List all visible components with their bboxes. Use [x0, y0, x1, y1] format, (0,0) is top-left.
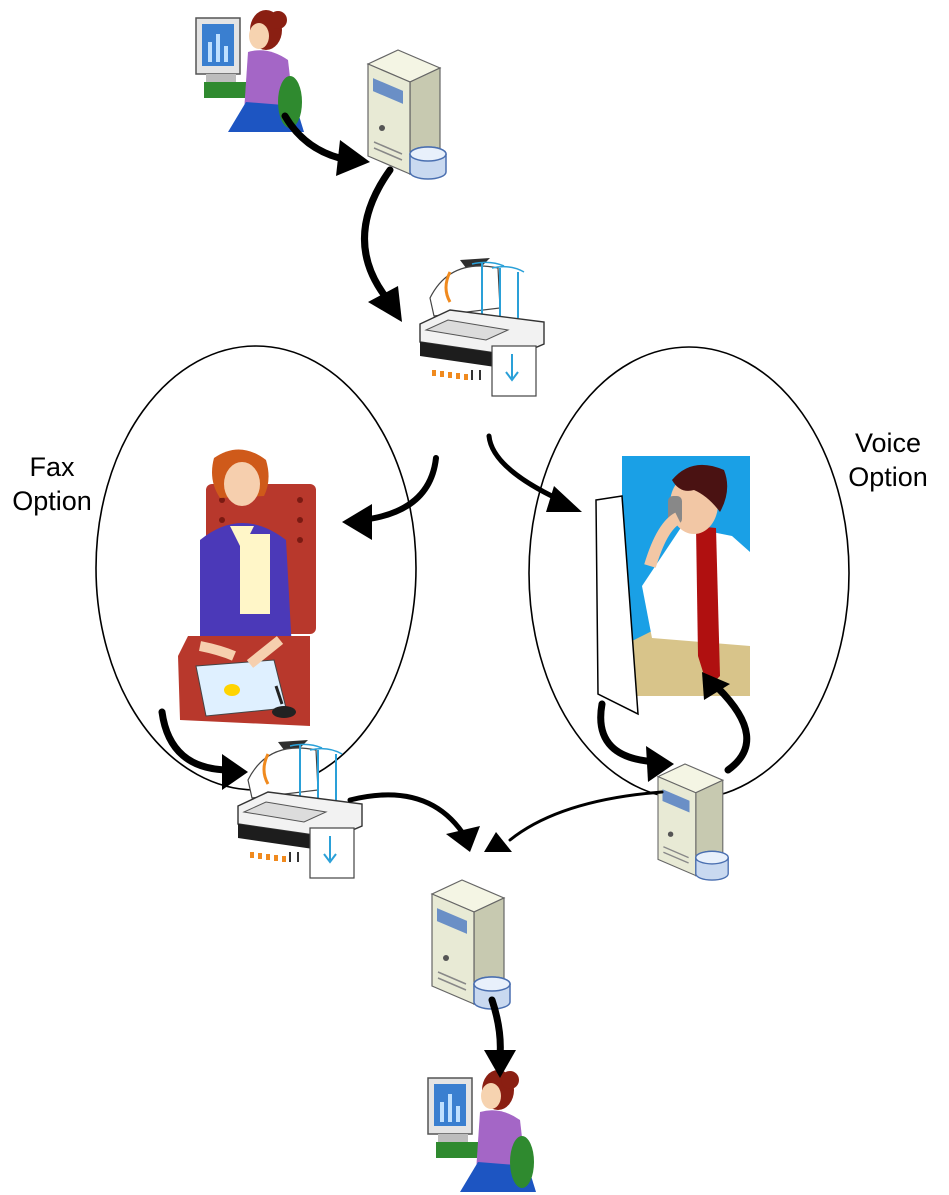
document-icon [595, 495, 639, 716]
flow-arrows [158, 112, 751, 1078]
fax-option-label-line1: Fax [29, 452, 75, 482]
woman-at-computer-icon [427, 1069, 537, 1193]
voice-option-label-line2: Option [848, 462, 928, 492]
flow-arrow [361, 166, 394, 304]
fax-option-label-line2: Option [12, 486, 92, 516]
arrow-head [342, 504, 372, 540]
arrow-head [368, 286, 402, 322]
arrow-head [446, 826, 480, 852]
arrow-head [484, 1050, 516, 1078]
flow-arrow [359, 455, 439, 523]
arrow-head [222, 754, 248, 790]
fax-machine-icon [236, 738, 364, 880]
arrow-head [646, 746, 674, 782]
server-icon [431, 879, 511, 1010]
arrow-head [484, 832, 512, 852]
fax-machine-icon [418, 256, 546, 398]
arrow-head [546, 486, 582, 512]
flow-arrow [486, 433, 563, 503]
woman-at-computer-icon [195, 9, 305, 133]
woman-at-desk-icon [178, 449, 316, 726]
flow-arrow [714, 684, 751, 774]
server-icon [657, 763, 729, 881]
man-on-phone-icon [622, 456, 750, 696]
flow-arrow [508, 790, 664, 842]
flow-arrow [158, 708, 234, 774]
flow-arrow [347, 792, 469, 841]
server-icon [367, 49, 447, 180]
flow-arrow [597, 700, 664, 766]
voice-option-label-line1: Voice [855, 428, 921, 458]
arrow-head [336, 140, 370, 176]
arrow-head [702, 672, 730, 700]
